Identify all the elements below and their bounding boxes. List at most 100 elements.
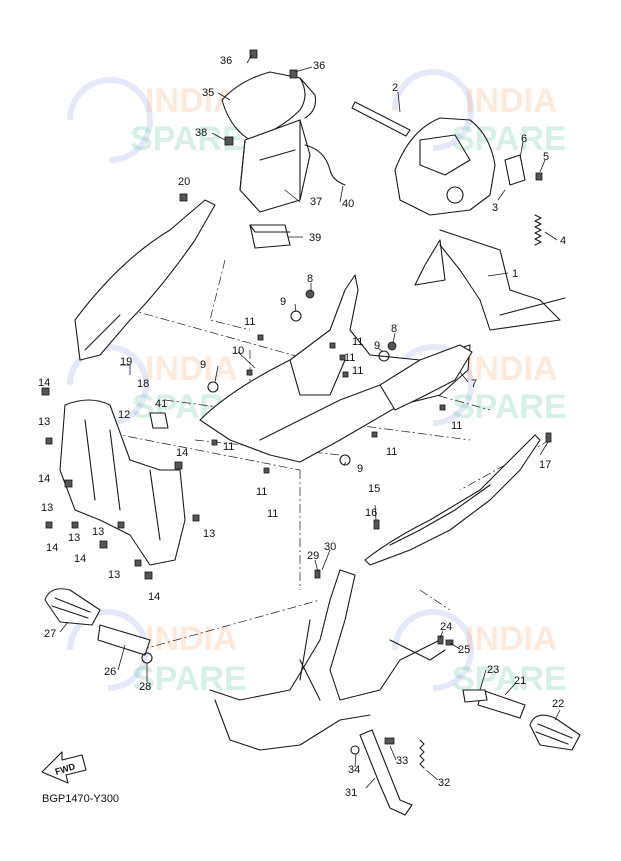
leg-shield bbox=[59, 399, 186, 566]
callout-39: 39 bbox=[309, 232, 321, 244]
pivot-shaft bbox=[351, 101, 411, 137]
screw-20-icon bbox=[179, 193, 188, 202]
callout-14d: 14 bbox=[74, 553, 86, 565]
grommet-9a-icon bbox=[290, 310, 302, 322]
screw-17-icon bbox=[545, 432, 552, 443]
screw-36b-icon bbox=[289, 69, 298, 79]
callout-40: 40 bbox=[342, 198, 354, 210]
callout-2: 2 bbox=[392, 82, 398, 94]
callout-11d: 11 bbox=[352, 365, 363, 377]
callout-16: 16 bbox=[365, 507, 377, 519]
callout-3: 3 bbox=[492, 202, 498, 214]
engine-crankcase bbox=[394, 117, 496, 216]
bolt-33-icon bbox=[384, 737, 395, 745]
callout-11c: 11 bbox=[344, 352, 355, 364]
footrest-left-rubber bbox=[44, 588, 101, 626]
callout-11h: 11 bbox=[386, 446, 397, 458]
callout-9d: 9 bbox=[357, 463, 363, 475]
side-trim bbox=[379, 344, 473, 411]
callout-14f: 14 bbox=[148, 591, 160, 603]
callout-31: 31 bbox=[345, 787, 357, 799]
callout-33: 33 bbox=[396, 755, 408, 767]
callout-21: 21 bbox=[514, 675, 526, 687]
callout-23: 23 bbox=[487, 664, 499, 676]
callout-36b: 36 bbox=[313, 60, 325, 72]
callouts: 1 2 3 4 5 6 7 8 8 9 9 9 9 10 11 11 11 11… bbox=[38, 55, 566, 799]
watermark-text-11: INDIA bbox=[465, 620, 558, 658]
callout-19: 19 bbox=[120, 356, 132, 368]
callout-24: 24 bbox=[440, 621, 452, 633]
callout-26: 26 bbox=[104, 666, 116, 678]
callout-11a: 11 bbox=[244, 316, 255, 328]
callout-8a: 8 bbox=[307, 273, 313, 285]
clip-38-icon bbox=[224, 136, 234, 146]
callout-13d: 13 bbox=[92, 526, 104, 538]
battery-box bbox=[239, 119, 311, 213]
watermark-text-3: INDIA bbox=[465, 82, 558, 120]
assembly-lines bbox=[94, 259, 551, 651]
callout-1: 1 bbox=[512, 268, 518, 280]
callout-14a: 14 bbox=[38, 377, 50, 389]
callout-30: 30 bbox=[324, 541, 336, 553]
callout-8b: 8 bbox=[391, 323, 397, 335]
callout-18: 18 bbox=[137, 378, 149, 390]
callout-38: 38 bbox=[195, 127, 207, 139]
callout-13c: 13 bbox=[68, 532, 80, 544]
callout-34: 34 bbox=[348, 764, 360, 776]
stand-bracket bbox=[504, 154, 526, 186]
callout-13b: 13 bbox=[41, 502, 53, 514]
grommet-9c-icon bbox=[207, 381, 219, 393]
leader-lines bbox=[59, 54, 561, 789]
drawing-code: BGP1470-Y300 bbox=[42, 793, 120, 805]
bolt-5-icon bbox=[535, 172, 543, 181]
side-stand bbox=[359, 729, 413, 816]
callout-15: 15 bbox=[368, 483, 380, 495]
footrest-bracket bbox=[462, 689, 488, 703]
callout-11b: 11 bbox=[352, 336, 363, 348]
watermark-text-9: INDIA bbox=[145, 620, 238, 658]
callout-14e: 14 bbox=[176, 447, 188, 459]
callout-9b: 9 bbox=[374, 340, 380, 352]
floor-board bbox=[199, 274, 471, 463]
callout-6: 6 bbox=[521, 133, 527, 145]
callout-11i: 11 bbox=[451, 420, 462, 432]
callout-13f: 13 bbox=[108, 569, 120, 581]
grommet-9b-icon bbox=[378, 350, 390, 362]
callout-9c: 9 bbox=[200, 359, 206, 371]
callout-13a: 13 bbox=[38, 416, 50, 428]
callout-28: 28 bbox=[139, 681, 151, 693]
callout-27: 27 bbox=[44, 628, 56, 640]
callout-5: 5 bbox=[543, 151, 549, 163]
watermark-text-5: INDIA bbox=[145, 350, 238, 388]
callout-17: 17 bbox=[539, 459, 551, 471]
cap-8a-icon bbox=[305, 289, 315, 299]
callout-37: 37 bbox=[310, 196, 322, 208]
fwd-arrow-icon: FWD bbox=[41, 751, 87, 784]
stand-spring bbox=[534, 214, 542, 246]
callout-25: 25 bbox=[458, 644, 470, 656]
battery-cover bbox=[221, 71, 317, 141]
callout-22: 22 bbox=[552, 698, 564, 710]
cap-8b-icon bbox=[387, 341, 397, 351]
washer-34-icon bbox=[350, 745, 360, 755]
rubber-pad bbox=[249, 224, 291, 249]
callout-29: 29 bbox=[307, 550, 319, 562]
left-side-cover bbox=[74, 199, 216, 361]
callout-11g: 11 bbox=[267, 508, 278, 520]
watermark-text-10: SPARE bbox=[132, 660, 247, 698]
frame bbox=[209, 569, 446, 751]
watermark-text-7: INDIA bbox=[465, 350, 558, 388]
callout-4: 4 bbox=[560, 235, 566, 247]
callout-36a: 36 bbox=[220, 55, 232, 67]
callout-7: 7 bbox=[471, 378, 477, 390]
footrest-left-bar bbox=[97, 624, 151, 656]
callout-14b: 14 bbox=[38, 473, 50, 485]
screw-36a-icon bbox=[249, 49, 258, 59]
watermark-bottom: INDIA SPARE INDIA SPARE bbox=[67, 609, 567, 698]
hardware-small bbox=[41, 334, 454, 664]
callout-41: 41 bbox=[155, 398, 167, 410]
side-stand-spring bbox=[419, 739, 425, 769]
callout-32: 32 bbox=[438, 777, 450, 789]
callout-9a: 9 bbox=[280, 296, 286, 308]
